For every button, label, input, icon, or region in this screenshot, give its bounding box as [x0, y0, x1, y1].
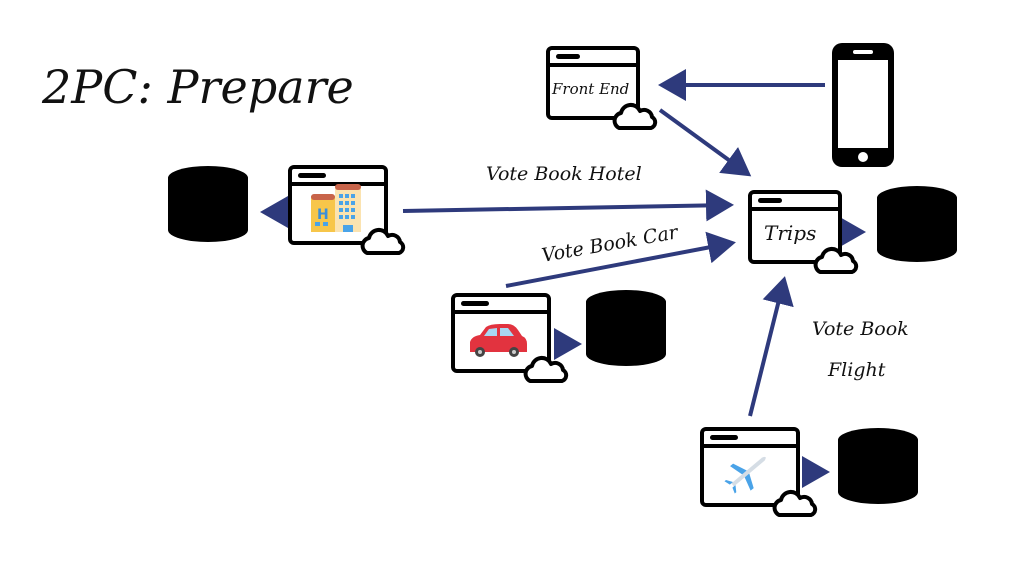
car-database-icon: [586, 290, 666, 366]
flight-database-icon: [838, 428, 918, 504]
trips-database-icon: [877, 186, 957, 262]
hotel-service: H: [288, 165, 406, 255]
arrow-car-to-trips: [505, 231, 736, 288]
cloud-icon: [612, 102, 658, 130]
car-service: [451, 293, 569, 383]
arrow-hotel-to-trips: [402, 189, 734, 222]
label-vote-book-hotel: Vote Book Hotel: [486, 163, 642, 185]
hotel-database-icon: [168, 166, 248, 242]
smartphone-icon: [832, 43, 894, 167]
svg-text:H: H: [317, 207, 329, 223]
label-vote-book-flight-1: Vote Book: [812, 318, 909, 340]
page-title: 2PC: Prepare: [41, 60, 354, 114]
cloud-icon: [813, 246, 859, 274]
car-icon: [470, 324, 527, 357]
arrow-frontend-to-trips: [658, 108, 752, 177]
cloud-icon: [772, 489, 818, 517]
airplane-icon: [724, 456, 766, 494]
trips-service: Trips: [748, 190, 859, 274]
label-vote-book-flight-2: Flight: [827, 359, 886, 381]
hotel-icon: H: [311, 184, 361, 232]
front-end-label: Front End: [551, 80, 629, 98]
trips-label: Trips: [764, 221, 816, 245]
flight-service: [700, 427, 818, 517]
cloud-icon: [360, 227, 406, 255]
cloud-icon: [523, 355, 569, 383]
front-end-service: Front End: [546, 46, 658, 130]
label-vote-book-car: Vote Book Car: [540, 221, 681, 267]
arrow-flight-to-trips: [748, 276, 794, 417]
